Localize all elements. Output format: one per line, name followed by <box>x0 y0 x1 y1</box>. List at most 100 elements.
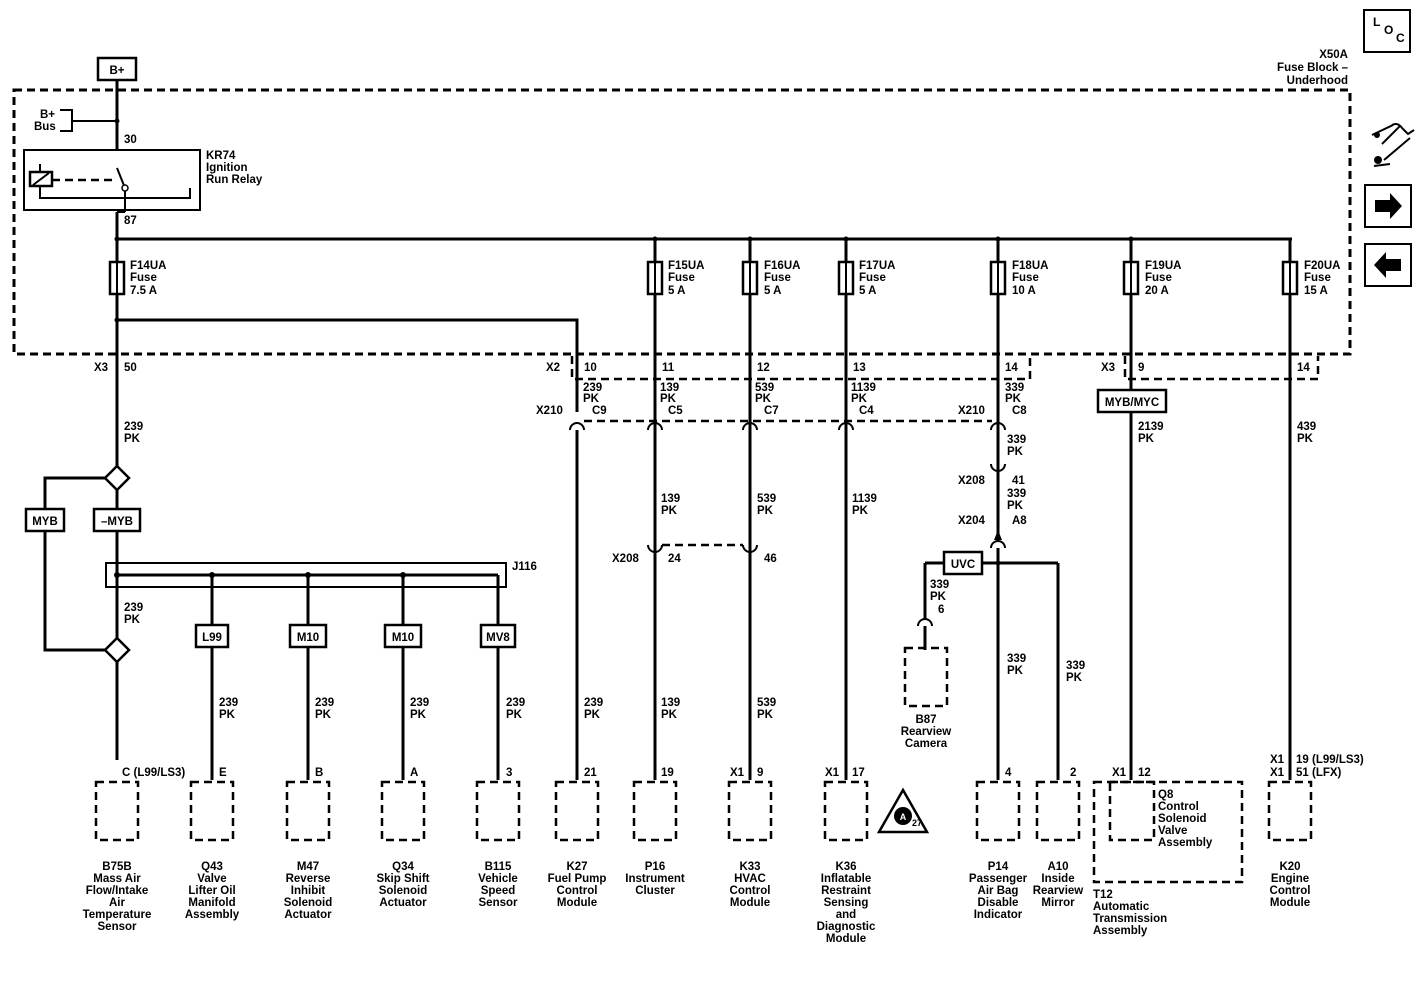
wire-k27-branch <box>117 318 579 412</box>
next-page-button[interactable] <box>1364 184 1412 228</box>
wire-f14-circuit: 239 <box>124 421 143 433</box>
svg-text:Disable: Disable <box>978 897 1019 909</box>
fuse-f16-rating: 5 A <box>764 285 781 297</box>
wire-cam-circuit: 339 <box>930 579 949 591</box>
relay-outline <box>23 149 201 211</box>
wire-p16-circuit: 139 <box>661 493 680 505</box>
conn-x2-p2: 11 <box>662 362 675 374</box>
svg-text:Module: Module <box>1270 897 1310 909</box>
wire-f17-color: PK <box>851 393 868 405</box>
fuse-f18-rating: 10 A <box>1012 285 1036 297</box>
component-b87-outline <box>903 646 949 708</box>
conn-x2-p4: 13 <box>853 362 866 374</box>
svg-text:Passenger: Passenger <box>969 873 1028 885</box>
wire-q34-color: PK <box>410 709 427 721</box>
conn-x2-p1: 10 <box>584 362 597 374</box>
fuse-f14: F14UA Fuse 7.5 A <box>108 239 166 760</box>
component-q34-outline <box>380 780 426 842</box>
terminal-x208-41 <box>990 463 1006 472</box>
wire-k33-low-color: PK <box>757 709 774 721</box>
svg-text:Assembly: Assembly <box>185 909 240 921</box>
wire-p14-color: PK <box>1007 665 1024 677</box>
pin-q43: E <box>219 767 227 779</box>
svg-text:Flow/Intake: Flow/Intake <box>86 885 149 897</box>
prev-page-button[interactable] <box>1364 243 1412 287</box>
svg-text:Mirror: Mirror <box>1041 897 1075 909</box>
connector-tools-icon[interactable] <box>1371 123 1415 167</box>
conn-x208-b-p2: 46 <box>764 553 777 565</box>
svg-text:Actuator: Actuator <box>284 909 332 921</box>
wire-b115-circuit: 239 <box>506 697 525 709</box>
svg-text:A10: A10 <box>1047 861 1068 873</box>
component-m47-label: M47 Reverse Inhibit Solenoid Actuator <box>284 861 333 921</box>
option-not-myb: –MYB <box>101 516 133 528</box>
wire-m47-circuit: 239 <box>315 697 334 709</box>
component-k20-outline <box>1267 780 1313 842</box>
fuse-block-label-2: Fuse Block – <box>1277 62 1349 74</box>
component-k36-label: K36 Inflatable Restraint Sensing and Dia… <box>817 861 876 945</box>
fuse-f20-name: F20UA <box>1304 260 1340 272</box>
svg-text:Assembly: Assembly <box>1093 925 1148 937</box>
wire-f18c-color: PK <box>1007 500 1024 512</box>
wire-k33-circuit: 539 <box>757 493 776 505</box>
relay-label-1: KR74 <box>206 150 236 162</box>
option-myb-myc: MYB/MYC <box>1105 397 1159 409</box>
svg-text:M47: M47 <box>297 861 319 873</box>
svg-text:HVAC: HVAC <box>734 873 766 885</box>
conn-x3-b-outline <box>1123 356 1320 381</box>
wire-f19-circuit: 2139 <box>1138 421 1164 433</box>
location-button[interactable]: L O C <box>1363 9 1411 53</box>
fuse-f14-name: F14UA <box>130 260 166 272</box>
wire-f15-color: PK <box>660 393 677 405</box>
conn-x210-c9: C9 <box>592 405 607 417</box>
wire-f15-circuit: 139 <box>660 382 679 394</box>
svg-text:Transmission: Transmission <box>1093 913 1167 925</box>
svg-text:K27: K27 <box>566 861 587 873</box>
svg-text:P14: P14 <box>988 861 1009 873</box>
terminal-c4 <box>838 422 854 431</box>
fuse-f14-type: Fuse <box>130 272 157 284</box>
bplus-label: B+ <box>109 65 124 77</box>
svg-text:L: L <box>1373 15 1380 29</box>
conn-x204: X204 <box>958 515 985 527</box>
wire-p16-color: PK <box>661 505 678 517</box>
conn-x210-c5: C5 <box>668 405 683 417</box>
conn-x210-c4: C4 <box>859 405 874 417</box>
conn-x210-c7: C7 <box>764 405 779 417</box>
fuse-f19-name: F19UA <box>1145 260 1181 272</box>
svg-text:Speed: Speed <box>481 885 516 897</box>
svg-text:Indicator: Indicator <box>974 909 1023 921</box>
relay-contact <box>121 184 129 192</box>
component-t12-label: T12 Automatic Transmission Assembly <box>1093 889 1167 937</box>
relay-label-3: Run Relay <box>206 174 263 186</box>
wire-q43-color: PK <box>219 709 236 721</box>
fuse-block-label-1: X50A <box>1319 49 1348 61</box>
fuse-f15-name: F15UA <box>668 260 704 272</box>
conn-x204-pin: A8 <box>1012 515 1027 527</box>
airbag-warning-icon: A 27 <box>876 787 930 834</box>
arrow-right-icon <box>1375 193 1402 219</box>
conn-x2: X2 <box>546 362 560 374</box>
node-k27-branch <box>114 317 120 323</box>
fuse-f19-rating: 20 A <box>1145 285 1169 297</box>
component-b115-outline <box>475 780 521 842</box>
wire-k27-circuit: 239 <box>583 382 602 394</box>
option-myb: MYB <box>32 516 58 528</box>
fuse-f15-type: Fuse <box>668 272 695 284</box>
pin-q8: 12 <box>1138 767 1151 779</box>
wire-p14-circuit: 339 <box>1007 653 1026 665</box>
option-m10b-box <box>383 623 423 649</box>
svg-text:Air Bag: Air Bag <box>978 885 1019 897</box>
wire-splice2-circuit: 239 <box>124 602 143 614</box>
option-l99: L99 <box>202 632 222 644</box>
component-k27-label: K27 Fuel Pump Control Module <box>548 861 607 909</box>
component-p16-label: P16 Instrument Cluster <box>625 861 685 897</box>
component-k36-outline <box>823 780 869 842</box>
wire-f18-color: PK <box>1005 393 1022 405</box>
wire-f19-color: PK <box>1138 433 1155 445</box>
svg-text:Sensor: Sensor <box>98 921 138 933</box>
svg-text:Automatic: Automatic <box>1093 901 1150 913</box>
wire-b115-color: PK <box>506 709 523 721</box>
pin-k20-pin1: 19 (L99/LS3) <box>1296 754 1364 766</box>
component-b87-line1: B87 <box>915 714 936 726</box>
